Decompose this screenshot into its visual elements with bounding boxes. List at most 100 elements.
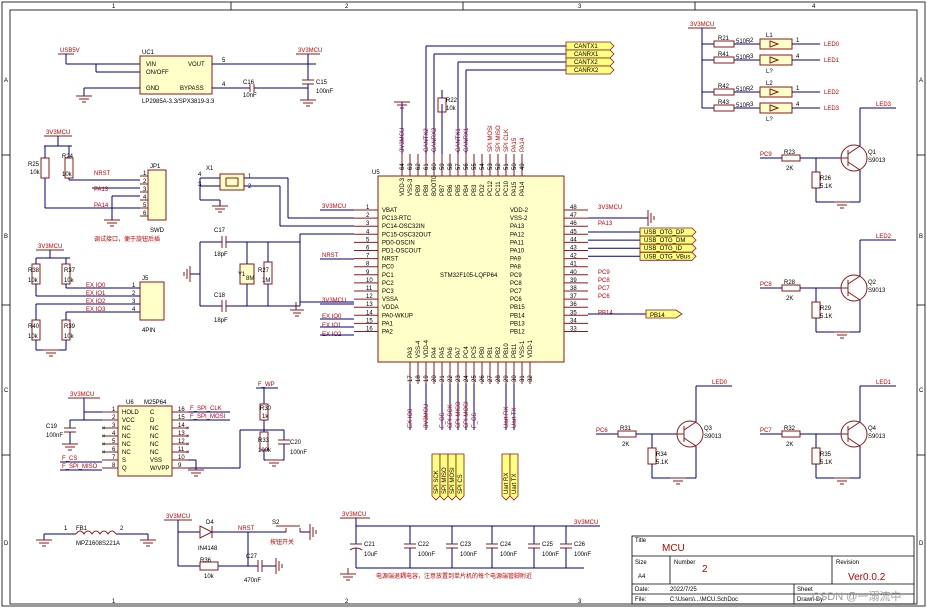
c27-ref: C27 [246, 554, 258, 560]
mcu-pin-name: PB7 [440, 184, 446, 196]
driver-rpd-ref: R29 [820, 306, 832, 312]
driver-out-net: LED3 [876, 102, 892, 108]
mcu-pin-num: 37 [570, 294, 577, 300]
jp1-ref: JP1 [150, 164, 161, 170]
j5-name: 4PIN [142, 328, 155, 334]
mcu-pin-name: PA5 [440, 346, 446, 358]
usb-port [639, 251, 697, 261]
col-label-3: 3 [578, 4, 582, 10]
mcu-pin-num: 7 [366, 254, 370, 260]
flash-vcc: 3V3MCU [70, 392, 94, 398]
mcu-pin-num: 50 [512, 163, 518, 170]
mcu-pin-name: PA7 [456, 346, 462, 358]
x1-ref: X1 [206, 166, 214, 172]
mcu-pin-num: 14 [366, 310, 373, 316]
mcu-pin-num: 41 [570, 262, 577, 268]
y1-val: 8M [246, 276, 254, 282]
jp1-body [147, 169, 167, 221]
spi-port [439, 453, 449, 501]
reset-vcc: 3V3MCU [166, 514, 190, 520]
mcu-pin-num: 22 [448, 375, 454, 382]
usb-port-group: USB_OTG_DPUSB_OTG_DMUSB_OTG_IDUSB_OTG_VB… [588, 227, 697, 261]
mcu-bottom-net: 3V3MCU [424, 404, 430, 428]
decoupling-caps: 3V3MCU 3V3MCU 电源端退耦电容，注意放置到单片机的每个电源端管脚附近… [340, 512, 600, 581]
mcu-pin-num: 48 [570, 205, 577, 211]
led-pin-b: 1 [796, 86, 800, 92]
mcu-pin-num: 28 [496, 375, 502, 382]
led-body [759, 38, 793, 50]
driver-in-net: PC9 [760, 152, 772, 158]
r37-val: 10k [64, 278, 75, 284]
mcu-pin-num: 40 [570, 270, 577, 276]
transistor-part: S9013 [868, 288, 886, 294]
mcu-pin-num: 18 [416, 375, 422, 382]
led-pin-a: 3 [750, 102, 754, 108]
decoup-cap-val: 100nF [460, 552, 477, 558]
led-vcc: 3V3MCU [690, 22, 714, 28]
led-net: LED0 [824, 42, 840, 48]
spi-port [447, 453, 457, 501]
driver-in-net: PC6 [596, 428, 608, 434]
c17-val: 18pF [214, 252, 228, 258]
mcu-pin-name: PB3 [472, 184, 478, 196]
size-value: A4 [638, 574, 646, 580]
mcu-pin-num: 20 [432, 375, 438, 382]
u6-pin-num: 6 [112, 447, 116, 453]
mcu-pin-name: PA4 [432, 346, 438, 358]
sheet-label: Sheet [797, 587, 813, 593]
mcu-pin-name: PC2 [382, 281, 394, 287]
can-port [565, 57, 615, 67]
mcu-pin-num: 63 [408, 163, 414, 170]
mcu-pin-name: PB12 [510, 330, 525, 336]
led-resistor-val: 510R [736, 55, 751, 61]
r27-val: 1M [262, 278, 270, 284]
mcu-pin-name: PB0 [480, 346, 486, 358]
u6-pin-num: 16 [178, 407, 185, 413]
u6-pin-num: 7 [112, 455, 116, 461]
led-resistor-val: 510R [736, 39, 751, 45]
mcu-pin-num: 13 [366, 302, 373, 308]
mcu-bottom-net: SPI SCK [448, 404, 454, 428]
driver-rin-ref: R23 [784, 150, 796, 156]
col-label-3-bottom: 3 [578, 599, 582, 605]
row-label-c: C [4, 388, 9, 394]
mcu-pin-name: PA6 [448, 346, 454, 358]
transistor-part: S9013 [704, 434, 722, 440]
mcu-pin-name: VSSA [382, 297, 398, 303]
u6-pin-name: NC [150, 426, 159, 432]
nc-mark: × [186, 442, 190, 448]
mcu-pin-num: 16 [366, 327, 373, 333]
mcu-pin-num: 15 [366, 318, 373, 324]
c20-val: 100nF [290, 450, 307, 456]
ldo-pin4: 4 [222, 82, 226, 88]
mcu-pin-num: 51 [504, 163, 510, 170]
mcu-pin-name: PA10 [510, 249, 525, 255]
ldo-onoff: ON/OFF [146, 70, 169, 76]
transistor-part: S9013 [868, 434, 886, 440]
decoup-vcc: 3V3MCU [342, 512, 366, 518]
nc-mark: × [186, 426, 190, 432]
can-port [565, 65, 615, 75]
mcu-pin-name: PC14-OSC32IN [382, 224, 425, 230]
mcu-bottom-net: F_CS [472, 413, 478, 428]
led-pin-a: 2 [750, 38, 754, 44]
u6-pin-num: 10 [178, 455, 185, 461]
mcu-pin-name: PD0-OSCIN [382, 240, 415, 246]
decoup-gnd [340, 568, 356, 581]
mcu-right-net: PC7 [598, 286, 610, 292]
mcu-top-gnd [394, 101, 410, 109]
usb-port [639, 227, 697, 237]
ldo-gnd-symbol [76, 95, 92, 103]
mcu-top-net: CANTX2 [424, 128, 430, 152]
led-body [759, 86, 793, 98]
u6-pin-name: NC [122, 426, 131, 432]
mcu-pin-num: 25 [472, 375, 478, 382]
jp1-gnd [104, 219, 120, 227]
d4-ref: D4 [206, 520, 214, 526]
can-port-label: CANRX2 [574, 68, 599, 74]
